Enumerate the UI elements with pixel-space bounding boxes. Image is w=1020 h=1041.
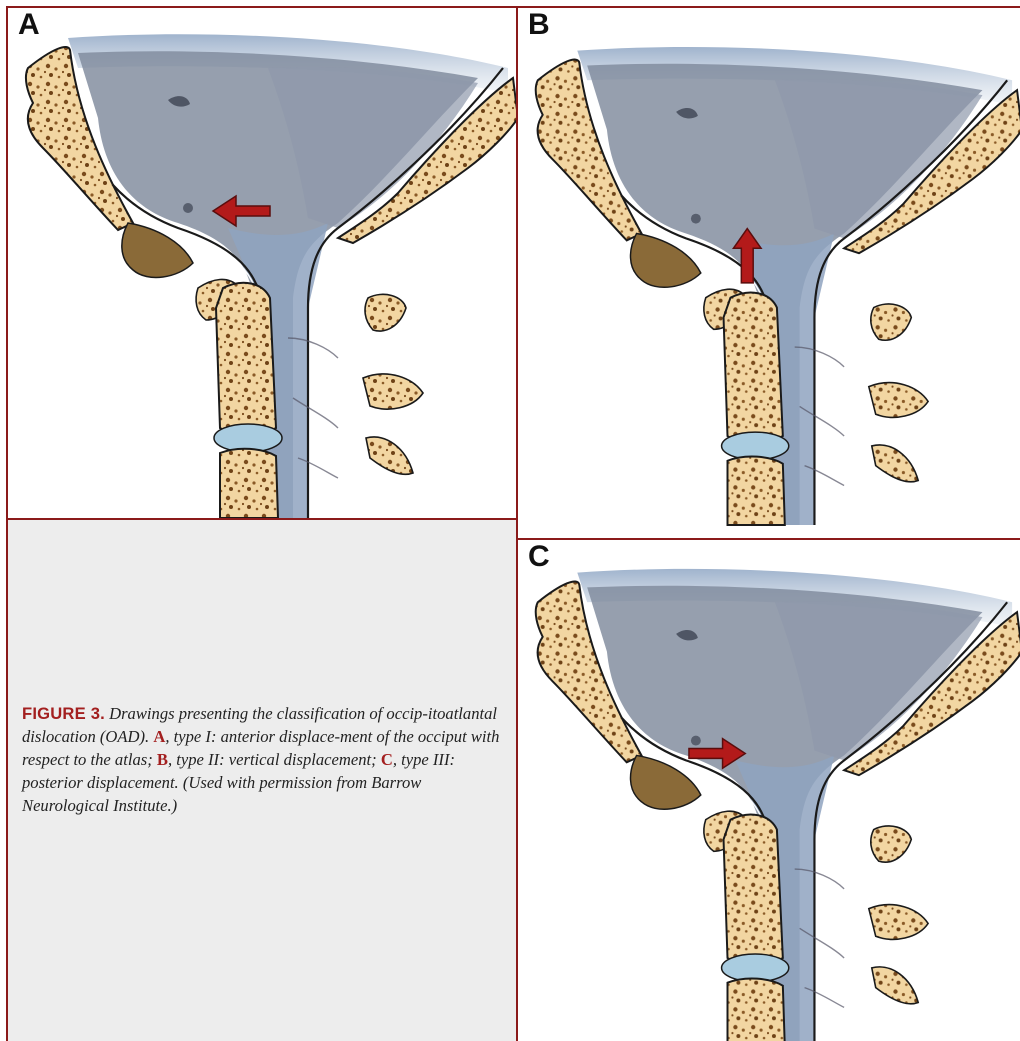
caption-ref-a: A — [153, 727, 165, 746]
panel-label: A — [18, 10, 40, 40]
illustration-panel-a: A — [8, 8, 516, 518]
caption-text-b: , type II: vertical displacement; — [168, 750, 381, 769]
illustration-panel-c: C — [518, 540, 1020, 1041]
figure-caption: FIGURE 3. Drawings presenting the classi… — [22, 702, 512, 817]
figure-label: FIGURE 3. — [22, 704, 105, 723]
panel-label: B — [528, 10, 550, 40]
caption-ref-c: C — [381, 750, 393, 769]
illustration-panel-b: B — [518, 8, 1020, 536]
caption-ref-b: B — [157, 750, 168, 769]
panel-label: C — [528, 542, 550, 572]
